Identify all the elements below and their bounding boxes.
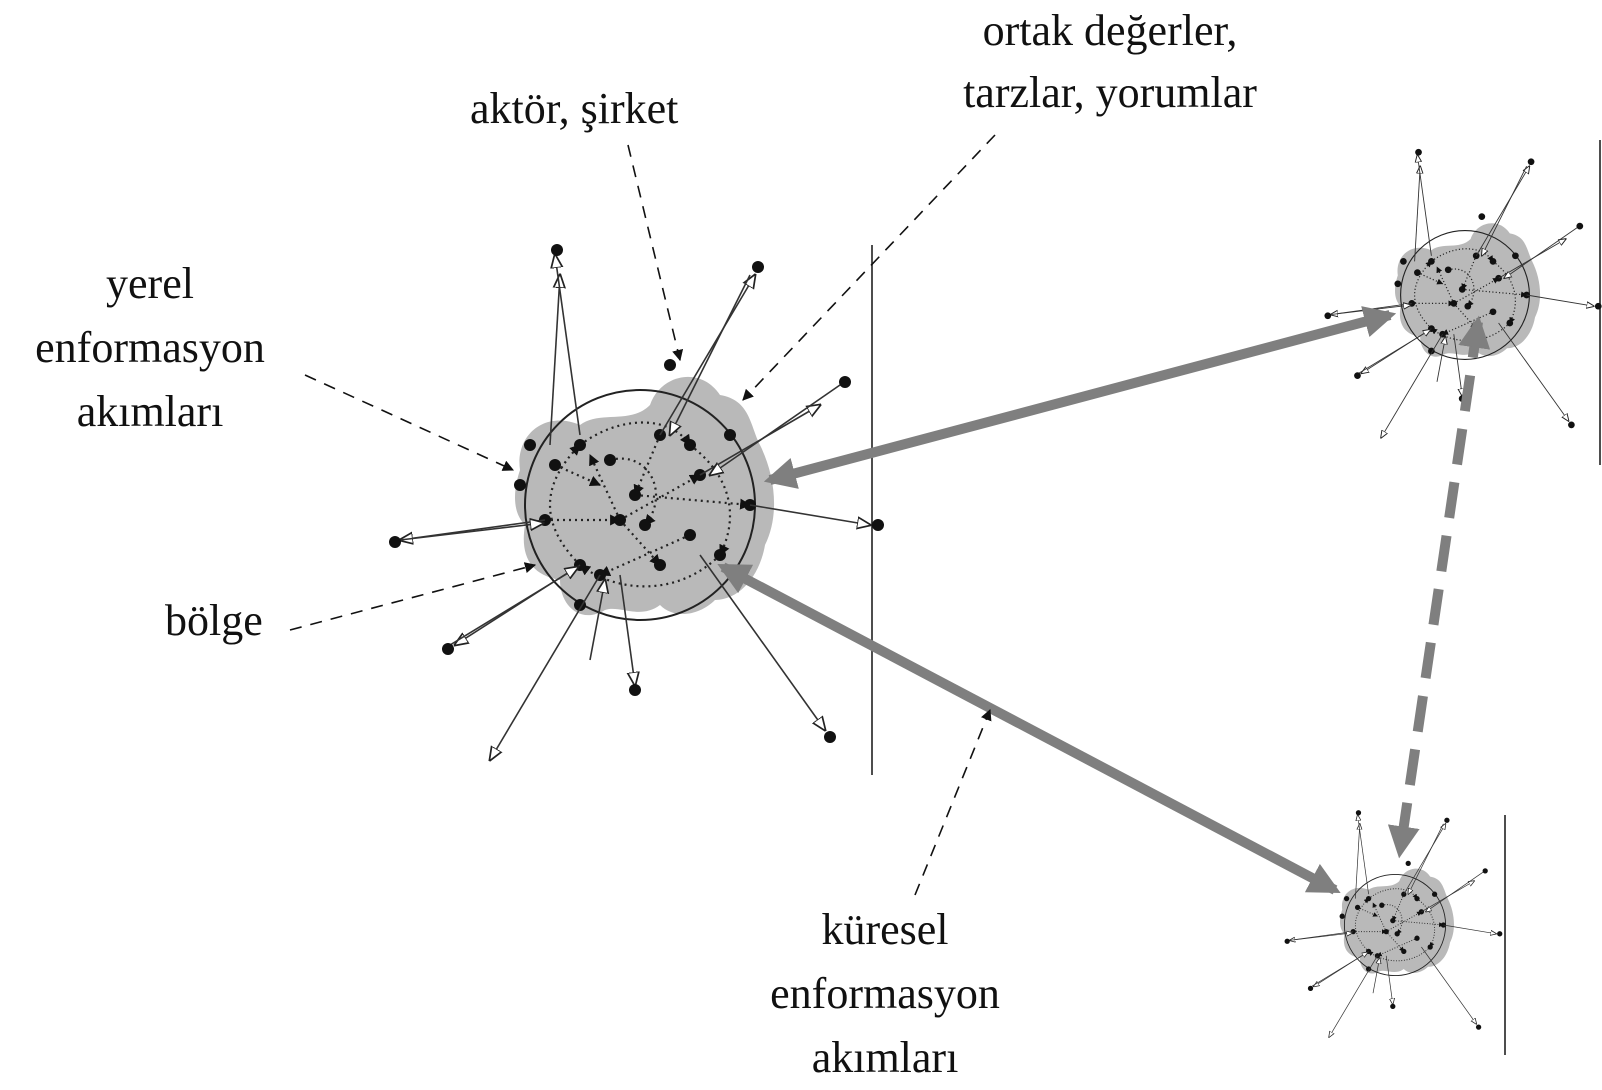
global-flow-dashed-arrow bbox=[1387, 315, 1491, 859]
leader-global-flows bbox=[914, 708, 992, 896]
label-shared-values: ortak değerler, tarzlar, yorumlar bbox=[930, 0, 1290, 123]
label-actor: aktör, şirket bbox=[470, 84, 679, 133]
label-global-flows-line3: akımları bbox=[811, 1032, 959, 1082]
label-shared-values-line2: tarzlar, yorumlar bbox=[963, 67, 1257, 117]
large-cluster bbox=[389, 244, 884, 760]
label-global-flows: küresel enformasyon akımları bbox=[735, 898, 1035, 1089]
leader-shared bbox=[742, 134, 996, 401]
label-global-flows-line1: küresel bbox=[821, 905, 949, 954]
label-local-flows-line3: akımları bbox=[76, 386, 224, 436]
label-local-flows-line2: enformasyon bbox=[35, 322, 265, 372]
global-flow-arrow bbox=[763, 306, 1397, 489]
leader-region bbox=[289, 562, 537, 631]
label-region: bölge bbox=[165, 596, 263, 645]
label-local-flows-line1: yerel bbox=[106, 259, 194, 308]
label-shared-values-line1: ortak değerler, bbox=[982, 6, 1238, 55]
label-local-flows: yerel enformasyon akımları bbox=[0, 252, 300, 443]
leader-local-flows bbox=[304, 374, 515, 471]
leader-actor bbox=[627, 144, 684, 362]
global-flow-arrow bbox=[717, 562, 1341, 895]
label-global-flows-line2: enformasyon bbox=[770, 968, 1000, 1018]
bottom-right-cluster bbox=[1285, 810, 1503, 1037]
